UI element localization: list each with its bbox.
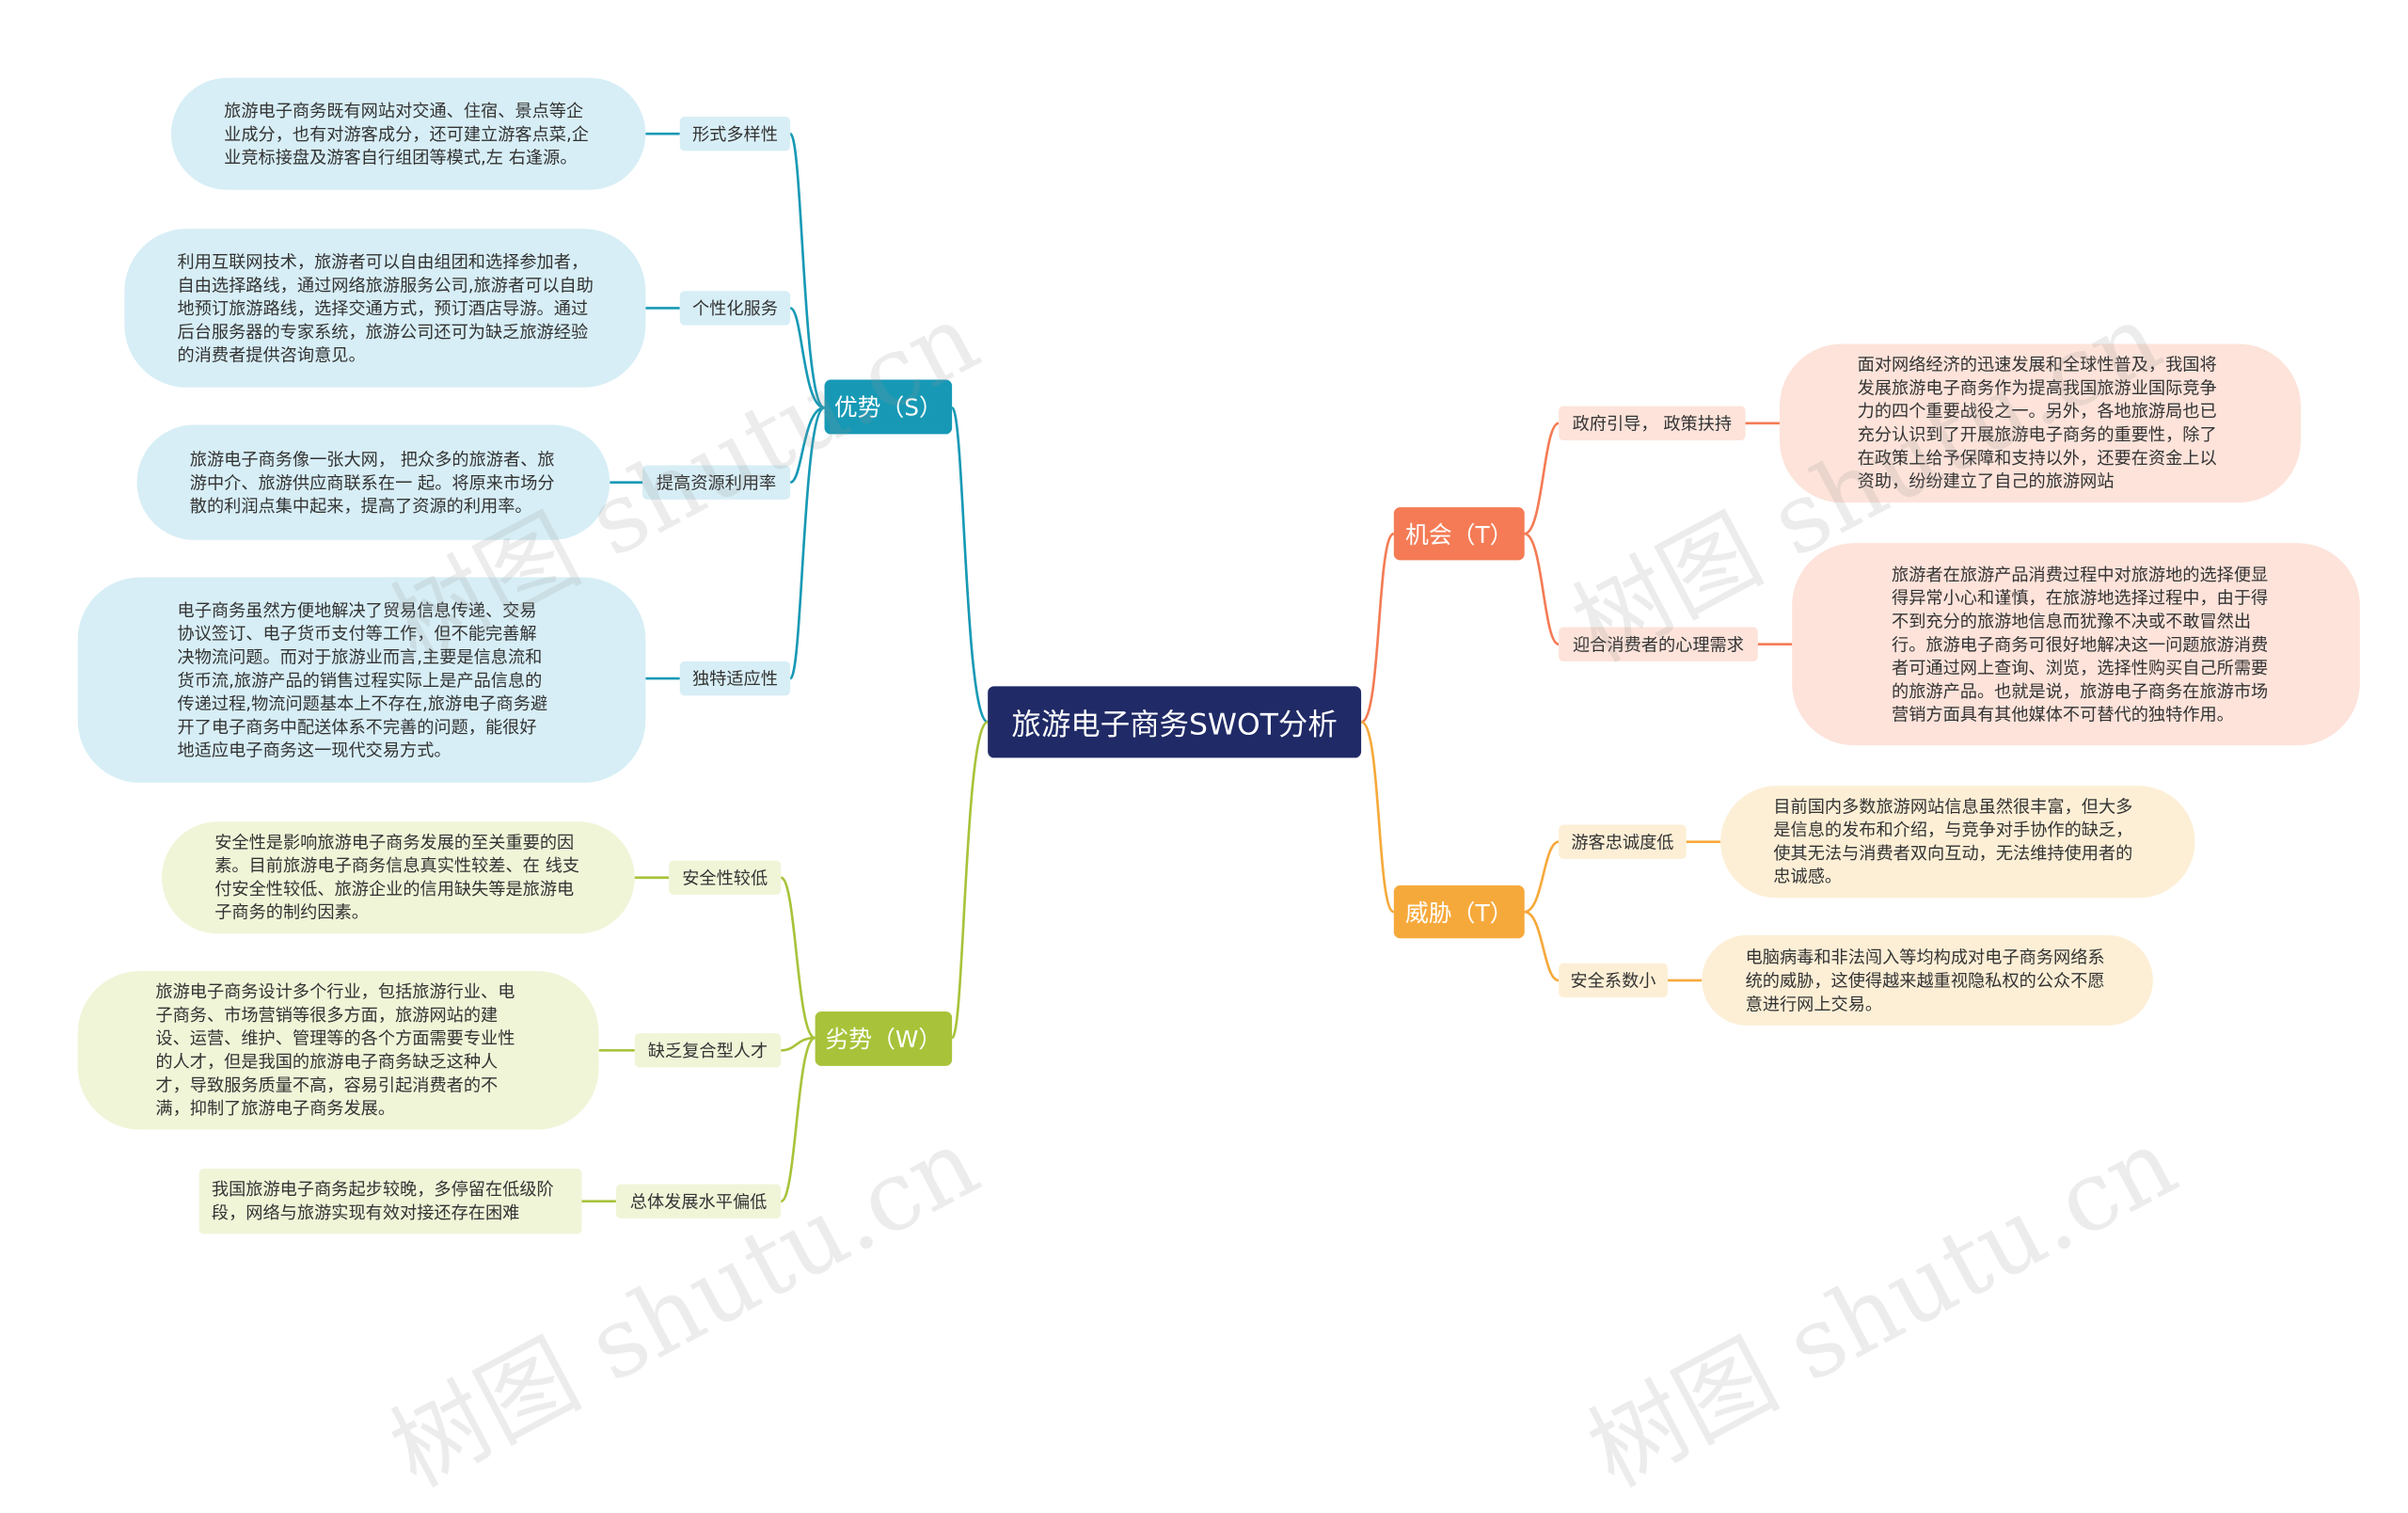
- mindmap-canvas: 旅游电子商务SWOT分析 优势（S） 劣势（W） 机会（T） 威胁（T） 形式多…: [77, 77, 2360, 1508]
- leaf-text: 电子商务虽然方便地解决了贸易信息传递、交易协议签订、电子货币支付等工作，但不能完…: [177, 599, 548, 760]
- strength-sub-personalized[interactable]: 个性化服务: [679, 291, 791, 326]
- opportunity-sub-psychology[interactable]: 迎合消费者的心理需求: [1559, 627, 1758, 661]
- leaf-text: 面对网络经济的迅速发展和全球性普及，我国将发展旅游电子商务作为提高我国旅游业国际…: [1857, 355, 2217, 492]
- leaf-text: 旅游电子商务像一张大网， 把众多的旅游者、旅游中介、旅游供应商联系在一 起。将原…: [189, 449, 555, 517]
- leaf-text: 旅游电子商务既有网站对交通、住宿、景点等企业成分，也有对游客成分，还可建立游客点…: [224, 100, 589, 167]
- weakness-sub-talent[interactable]: 缺乏复合型人才: [634, 1033, 782, 1068]
- threat-node[interactable]: 威胁（T）: [1393, 885, 1525, 939]
- leaf-text: 目前国内多数旅游网站信息虽然很丰富，但大多是信息的发布和介绍，与竞争对手协作的缺…: [1773, 796, 2133, 887]
- weakness-node[interactable]: 劣势（W）: [815, 1011, 953, 1066]
- strength-leaf-personalized: 利用互联网技术，旅游者可以自由组团和选择参加者，自由选择路线，通过网络旅游服务公…: [124, 229, 646, 388]
- strength-leaf-resource: 旅游电子商务像一张大网， 把众多的旅游者、旅游中介、旅游供应商联系在一 起。将原…: [136, 424, 610, 540]
- weakness-leaf-talent: 旅游电子商务设计多个行业，包括旅游行业、电子商务、市场营销等很多方面，旅游网站的…: [77, 970, 599, 1130]
- opportunity-node[interactable]: 机会（T）: [1393, 507, 1525, 561]
- leaf-text: 利用互联网技术，旅游者可以自由组团和选择参加者，自由选择路线，通过网络旅游服务公…: [177, 251, 594, 365]
- opportunity-leaf-psychology: 旅游者在旅游产品消费过程中对旅游地的选择便显得异常小心和谨慎，在旅游地选择过程中…: [1792, 543, 2360, 746]
- threat-leaf-safety: 电脑病毒和非法闯入等均构成对电子商务网络系统的威胁，这使得越来越重视隐私权的公众…: [1702, 934, 2153, 1026]
- threat-sub-safety[interactable]: 安全系数小: [1559, 963, 1668, 998]
- opportunity-sub-policy[interactable]: 政府引导， 政策扶持: [1559, 406, 1746, 441]
- leaf-text: 我国旅游电子商务起步较晚，多停留在低级阶段，网络与旅游实现有效对接还存在困难: [211, 1179, 554, 1223]
- strength-sub-adaptability[interactable]: 独特适应性: [679, 661, 791, 696]
- threat-sub-loyalty[interactable]: 游客忠诚度低: [1559, 824, 1687, 859]
- connector-lines: [581, 132, 1793, 1203]
- weakness-leaf-level: 我国旅游电子商务起步较晚，多停留在低级阶段，网络与旅游实现有效对接还存在困难: [198, 1169, 582, 1234]
- strength-sub-diversity[interactable]: 形式多样性: [679, 117, 791, 151]
- threat-leaf-loyalty: 目前国内多数旅游网站信息虽然很丰富，但大多是信息的发布和介绍，与竞争对手协作的缺…: [1720, 786, 2195, 899]
- strength-leaf-diversity: 旅游电子商务既有网站对交通、住宿、景点等企业成分，也有对游客成分，还可建立游客点…: [170, 77, 646, 190]
- leaf-text: 安全性是影响旅游电子商务发展的至关重要的因素。目前旅游电子商务信息真实性较差、在…: [214, 832, 580, 923]
- leaf-text: 旅游者在旅游产品消费过程中对旅游地的选择便显得异常小心和谨慎，在旅游地选择过程中…: [1892, 564, 2269, 725]
- leaf-text: 旅游电子商务设计多个行业，包括旅游行业、电子商务、市场营销等很多方面，旅游网站的…: [155, 981, 515, 1120]
- leaf-text: 电脑病毒和非法闯入等均构成对电子商务网络系统的威胁，这使得越来越重视隐私权的公众…: [1745, 947, 2105, 1014]
- strength-sub-resource[interactable]: 提高资源利用率: [642, 465, 791, 500]
- weakness-sub-level[interactable]: 总体发展水平偏低: [615, 1184, 782, 1218]
- strength-leaf-adaptability: 电子商务虽然方便地解决了贸易信息传递、交易协议签订、电子货币支付等工作，但不能完…: [77, 577, 646, 783]
- opportunity-leaf-policy: 面对网络经济的迅速发展和全球性普及，我国将发展旅游电子商务作为提高我国旅游业国际…: [1779, 343, 2301, 503]
- weakness-leaf-security: 安全性是影响旅游电子商务发展的至关重要的因素。目前旅游电子商务信息真实性较差、在…: [161, 821, 635, 934]
- root-node[interactable]: 旅游电子商务SWOT分析: [988, 686, 1362, 758]
- weakness-sub-security[interactable]: 安全性较低: [669, 860, 782, 895]
- strength-node[interactable]: 优势（S）: [824, 379, 953, 435]
